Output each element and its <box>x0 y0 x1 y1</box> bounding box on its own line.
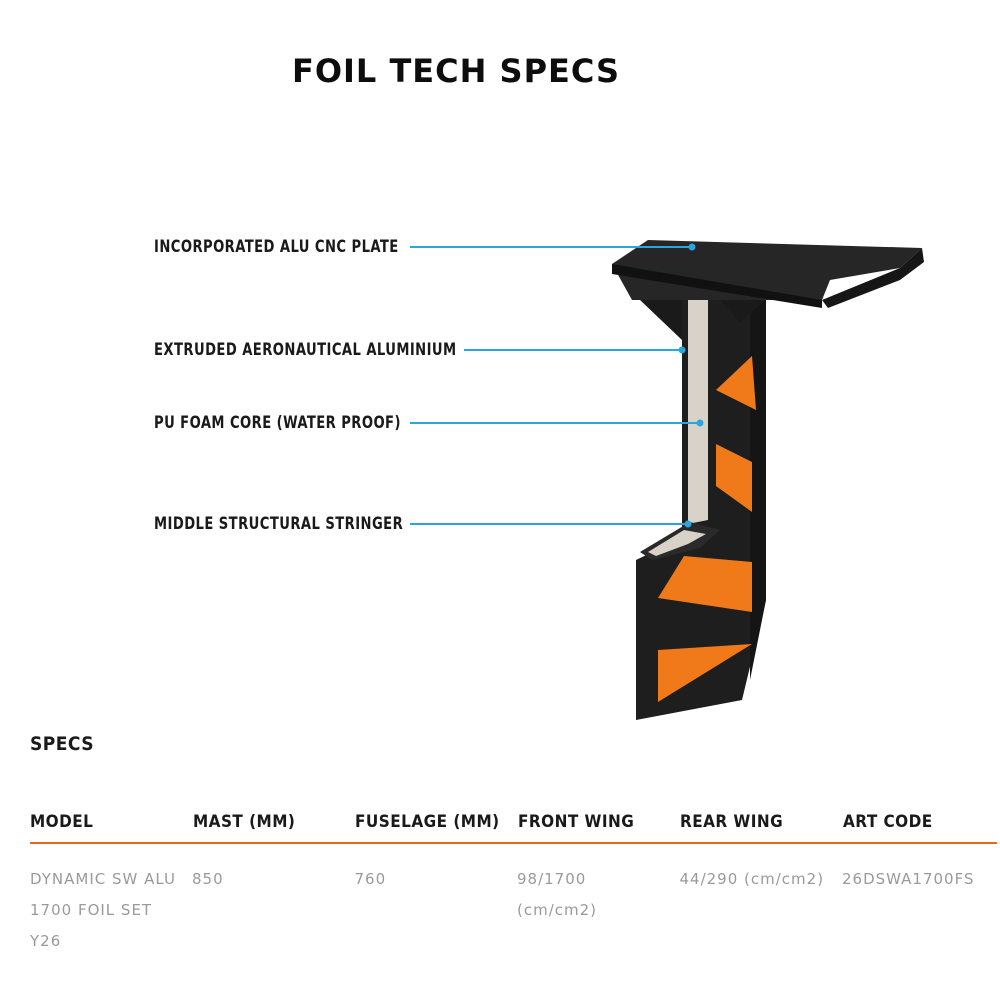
callout-aeronautical-aluminium: EXTRUDED AERONAUTICAL ALUMINIUM <box>154 340 457 360</box>
callout-dot-aluminium <box>678 346 686 354</box>
cell-rear-wing: 44/290 (cm/cm2) <box>679 870 825 888</box>
plate-gusset <box>640 300 682 340</box>
plate-side <box>822 248 924 308</box>
column-header-fuselage: FUSELAGE (MM) <box>355 812 500 832</box>
orange-stripe-1 <box>716 356 756 410</box>
cell-front-wing: 98/1700 (cm/cm2) <box>517 870 598 919</box>
cell-mast: 850 <box>192 870 224 888</box>
specs-heading: SPECS <box>30 733 94 755</box>
column-header-mast: MAST (MM) <box>192 812 295 832</box>
column-header-model: MODEL <box>30 812 94 832</box>
callout-dot-foam <box>696 419 704 427</box>
callout-dot-stringer <box>684 520 692 528</box>
callout-dot-plate <box>688 243 696 251</box>
plate-face <box>612 264 822 308</box>
specs-table-header: MODEL MAST (MM) FUSELAGE (MM) FRONT WING… <box>30 812 997 844</box>
plate-gusset-right <box>720 300 766 322</box>
table-row: DYNAMIC SW ALU 1700 FOIL SET Y26 850 760… <box>30 844 997 957</box>
column-header-front-wing: FRONT WING <box>517 812 634 832</box>
callout-pu-foam-core: PU FOAM CORE (WATER PROOF) <box>154 413 401 433</box>
callout-structural-stringer: MIDDLE STRUCTURAL STRINGER <box>154 514 404 534</box>
column-header-rear-wing: REAR WING <box>680 812 784 832</box>
orange-stripe-3 <box>658 556 752 612</box>
foam-core <box>688 294 708 524</box>
orange-stripe-4 <box>658 644 752 702</box>
orange-stripe-2 <box>716 444 752 512</box>
mast-cross-section-figure: INCORPORATED ALU CNC PLATE EXTRUDED AERO… <box>154 237 924 720</box>
specs-table: MODEL MAST (MM) FUSELAGE (MM) FRONT WING… <box>30 812 997 957</box>
cell-model: DYNAMIC SW ALU 1700 FOIL SET Y26 <box>30 870 176 950</box>
callout-alu-cnc-plate: INCORPORATED ALU CNC PLATE <box>154 237 399 257</box>
cell-fuselage: 760 <box>354 870 387 888</box>
stringer-highlight <box>648 530 706 556</box>
page-title: FOIL TECH SPECS <box>291 52 621 90</box>
column-header-art-code: ART CODE <box>842 812 933 832</box>
cell-art-code: 26DSWA1700FS <box>842 870 975 888</box>
mast-side-shade <box>750 292 766 680</box>
mast-cross-section-illustration <box>410 240 924 720</box>
